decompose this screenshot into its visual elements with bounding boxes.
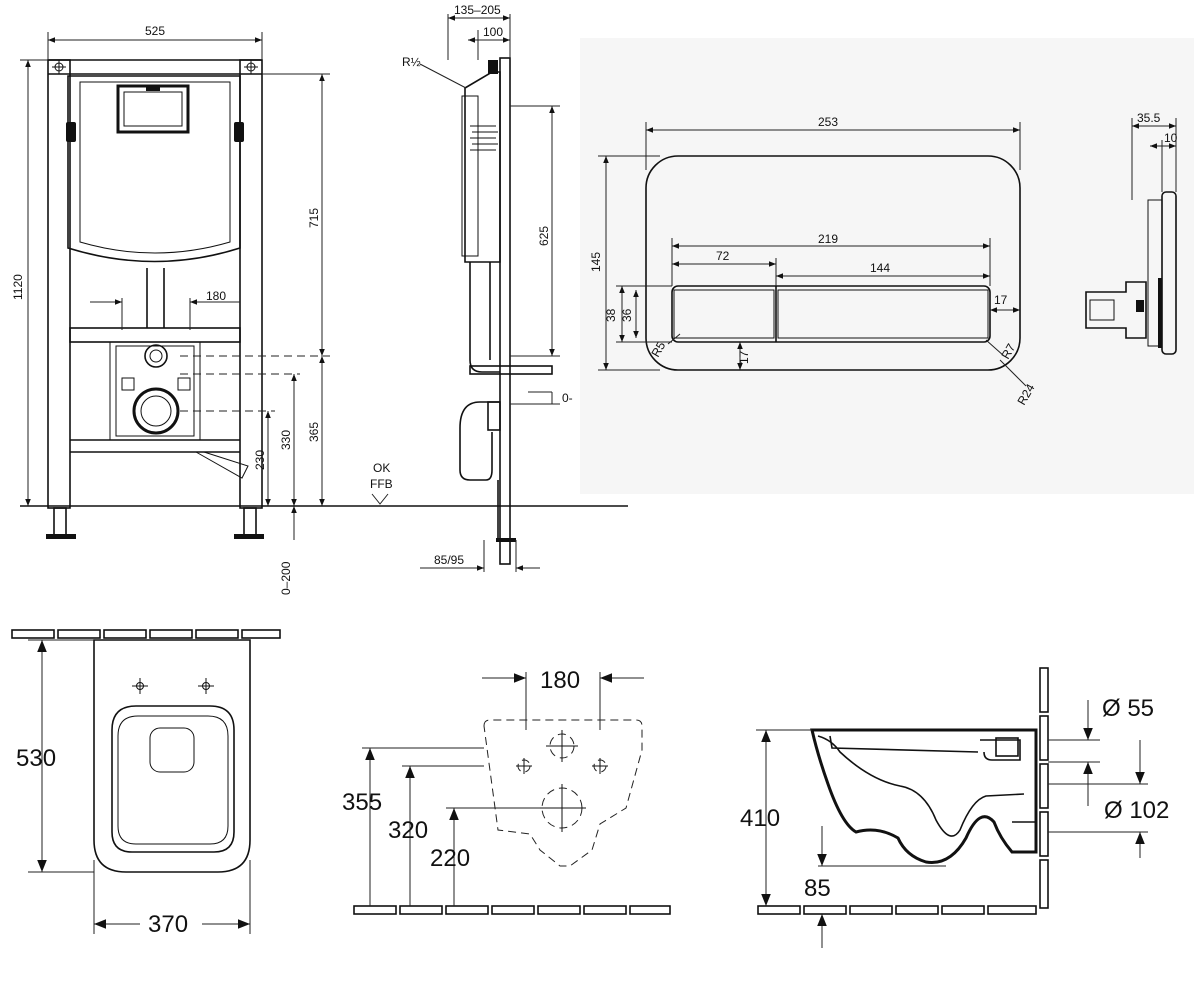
- flush-buttons-outline: [671, 285, 991, 343]
- fixing-hole-icon: [546, 730, 578, 762]
- mount-hole-icon: [52, 60, 66, 74]
- dim-plate-height: 145: [589, 252, 603, 272]
- dim-side-offset: 0-: [562, 391, 573, 405]
- bowl-back-view: 180 355 320 220: [342, 667, 671, 915]
- dim-floor-gap: 85: [804, 875, 831, 902]
- flush-plate-view: 253 145 219 72 144 38 36 17 17 R5 R7: [580, 38, 1194, 494]
- dim-outlet-height: 230: [253, 450, 267, 470]
- fixing-hole-icon: [516, 758, 532, 774]
- dim-plate-depth: 10: [1164, 131, 1178, 145]
- dim-side-depth-range: 135–205: [454, 3, 501, 17]
- dim-supply-diameter: Ø 55: [1102, 695, 1154, 722]
- dim-leg-adjust: 0–200: [279, 561, 293, 595]
- bolt-mark-icon: [132, 678, 148, 694]
- dim-bolt-spacing: 180: [206, 289, 226, 303]
- wall-segment: [1039, 667, 1049, 909]
- bowl-back-profile: [483, 719, 643, 867]
- dim-side-depth: 100: [483, 25, 503, 39]
- dim-back-bolt-spacing: 180: [540, 667, 580, 694]
- bolt-mark-icon: [198, 678, 214, 694]
- flush-plate-outline: [645, 155, 1021, 371]
- side-upright: [499, 57, 511, 565]
- floor-mark-top: OK: [373, 461, 390, 475]
- bowl-side-view: 410 85 Ø 55 Ø 102: [740, 667, 1169, 948]
- bowl-side-outline: [810, 728, 1038, 864]
- dim-bowl-width: 370: [148, 911, 188, 938]
- dim-drain-diameter: Ø 102: [1104, 797, 1169, 824]
- dim-drain-height: 365: [307, 422, 321, 442]
- dim-button-height-outer: 38: [604, 308, 618, 322]
- dim-bowl-length: 530: [16, 745, 56, 772]
- dim-large-button: 144: [870, 261, 890, 275]
- dim-button-margin: 17: [994, 293, 1008, 307]
- dim-back-low-height: 220: [430, 845, 470, 872]
- dim-plate-depth-total: 35.5: [1137, 111, 1161, 125]
- mount-hole-icon: [244, 60, 258, 74]
- frame-front-view: 525 1120 715 180 365 330 230 0–200 OK: [11, 24, 628, 595]
- dim-frame-width: 525: [145, 24, 165, 38]
- frame-crossbar: [69, 327, 241, 343]
- dim-side-foot: 85/95: [434, 553, 464, 567]
- supply-connection-icon: [144, 344, 168, 368]
- dim-side-height: 625: [537, 226, 551, 246]
- dim-back-top-height: 355: [342, 789, 382, 816]
- label-thread: R½: [402, 55, 421, 69]
- bowl-top-view: 530 370: [11, 629, 281, 938]
- flush-plate-side-view: 35.5 10: [1085, 111, 1178, 355]
- seat-outline: [111, 705, 235, 853]
- dim-buttons-width: 219: [818, 232, 838, 246]
- dim-tank-height: 715: [307, 208, 321, 228]
- fixing-hole-icon: [592, 758, 608, 774]
- frame-side-view: 135–205 100 R½ 625 0- 85/95: [402, 3, 573, 572]
- dim-plate-width: 253: [818, 115, 838, 129]
- label-radius-mid: R7: [998, 341, 1018, 362]
- dim-button-height-inner: 36: [620, 308, 634, 322]
- drain-hole-icon: [538, 784, 586, 832]
- drain-connection-icon: [132, 387, 180, 435]
- floor-segment: [353, 905, 671, 915]
- bowl-top-outline: [93, 639, 251, 873]
- floor-segment: [757, 905, 1037, 915]
- wall-segment: [11, 629, 281, 639]
- label-radius-small: R5: [648, 339, 668, 360]
- flush-opening: [116, 84, 190, 134]
- floor-mark-bottom: FFB: [370, 477, 393, 491]
- dim-small-button: 72: [716, 249, 730, 263]
- dim-frame-height: 1120: [11, 274, 25, 300]
- dim-back-mid-height: 320: [388, 817, 428, 844]
- cistern-body: [67, 75, 241, 263]
- dim-bottom-margin: 17: [737, 350, 751, 364]
- dim-bowl-height: 410: [740, 805, 780, 832]
- dim-supply-height: 330: [279, 430, 293, 450]
